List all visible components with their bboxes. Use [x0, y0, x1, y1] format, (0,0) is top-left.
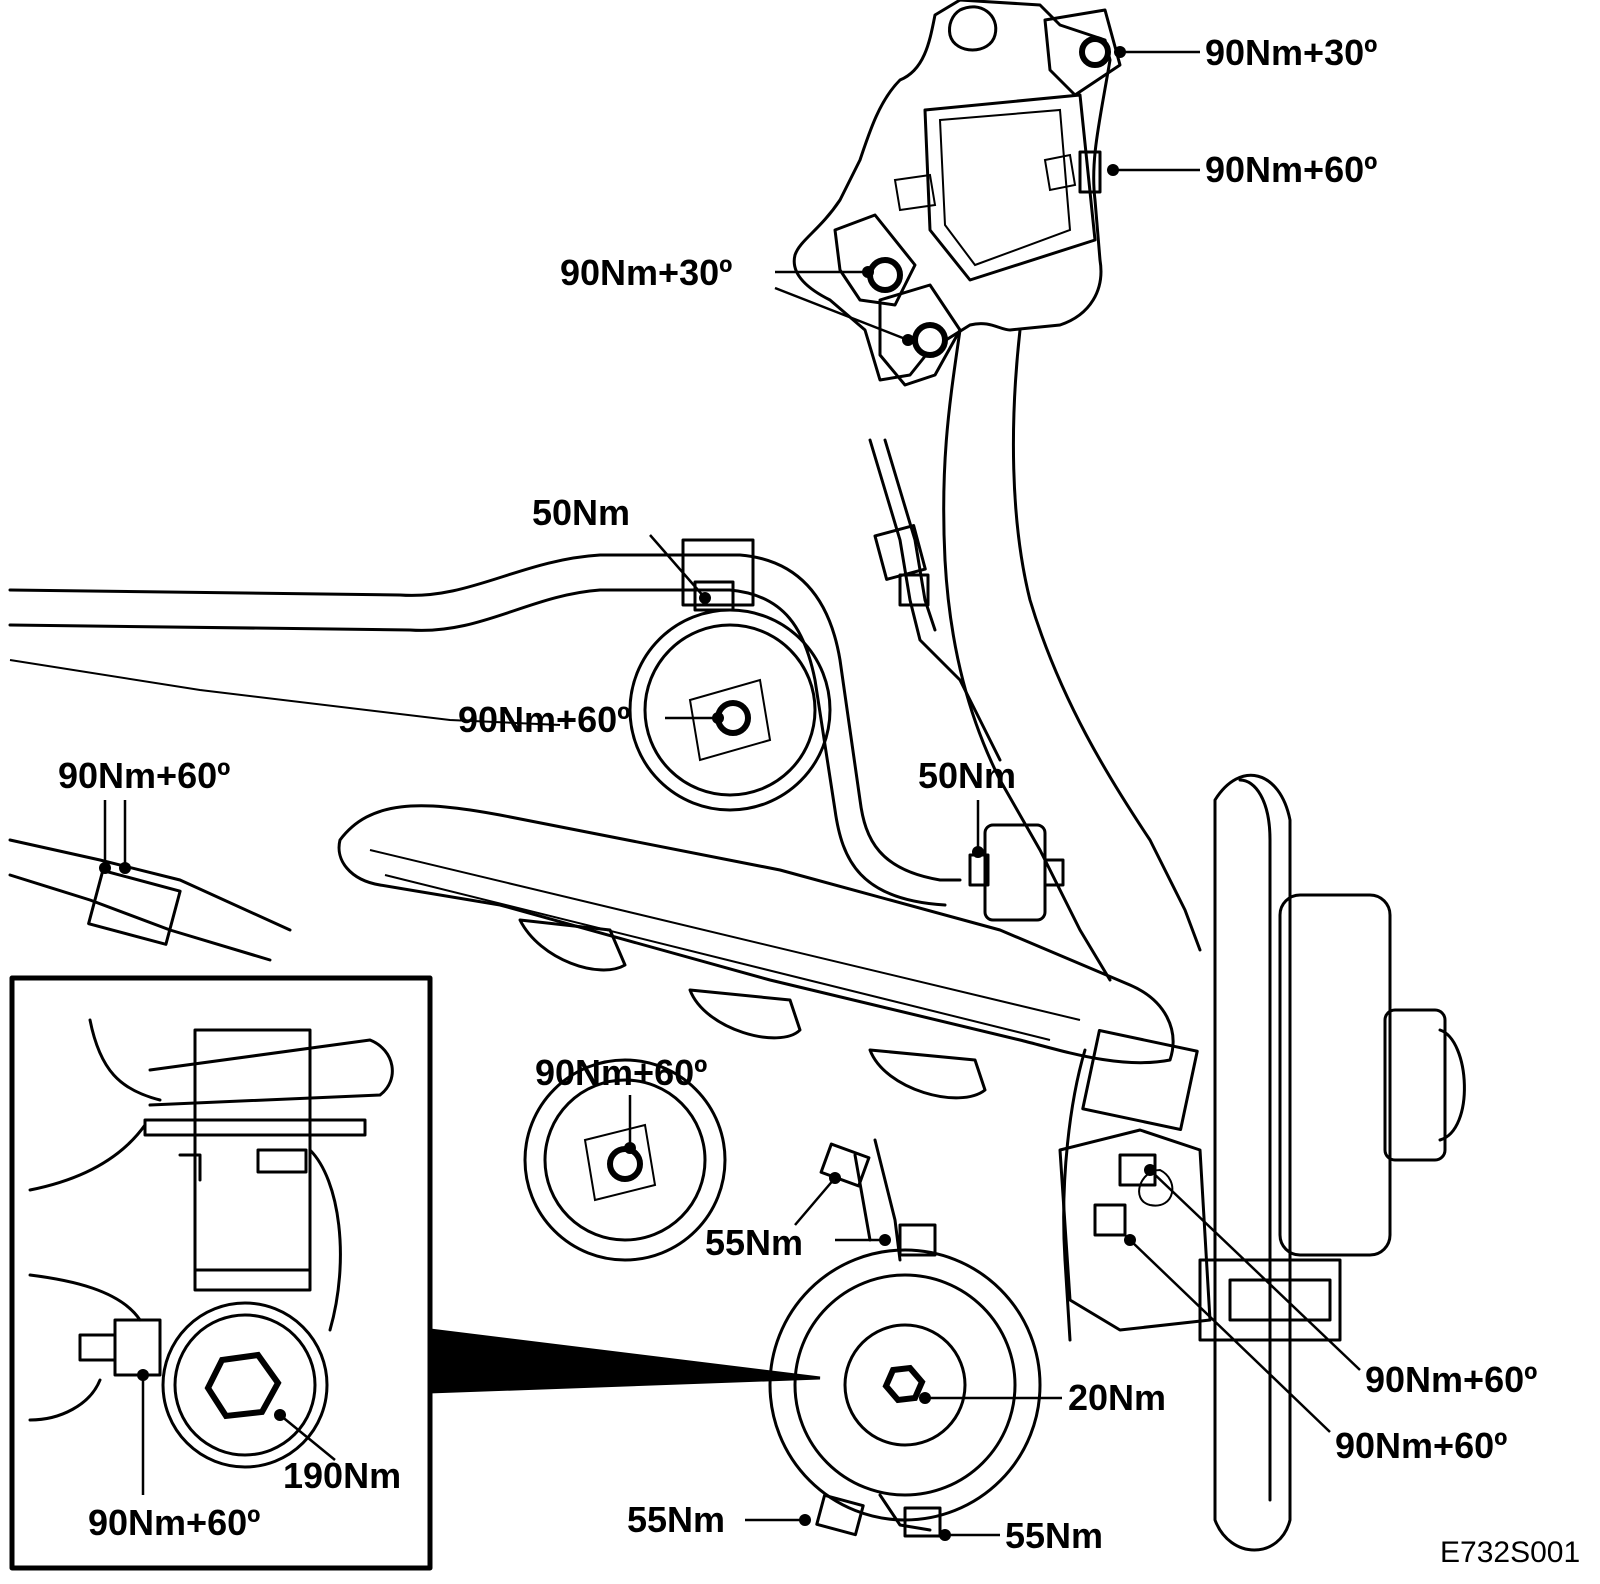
inset-detail [9, 975, 821, 1571]
torque-labels: 90Nm+30º 90Nm+60º 90Nm+30º 50Nm 90Nm+60º… [58, 32, 1580, 1569]
torque-label: 90Nm+60º [88, 1502, 260, 1543]
lower-control-arm [337, 804, 1175, 1100]
torque-label: 55Nm [627, 1499, 725, 1540]
anti-roll-bar [8, 553, 962, 907]
torque-label: 90Nm+60º [1365, 1359, 1537, 1400]
torque-label: 90Nm+60º [1205, 149, 1377, 190]
torque-label: 50Nm [532, 492, 630, 533]
leader-lines [99, 36, 1361, 1541]
hub-knuckle [1058, 773, 1466, 1552]
torque-label: 50Nm [918, 755, 1016, 796]
torque-label: 20Nm [1068, 1377, 1166, 1418]
torque-label: 90Nm+60º [535, 1052, 707, 1093]
torque-label: 55Nm [1005, 1515, 1103, 1556]
fastener-details [8, 823, 1157, 1538]
torque-label: 55Nm [705, 1222, 803, 1263]
torque-label: 90Nm+60º [1335, 1425, 1507, 1466]
upper-mount-bracket [792, 0, 1122, 387]
torque-label: 190Nm [283, 1455, 401, 1496]
torque-label: 90Nm+60º [458, 699, 630, 740]
brake-hose [868, 438, 1002, 762]
torque-label: 90Nm+30º [560, 252, 732, 293]
figure-code: E732S001 [1440, 1536, 1580, 1569]
shock-absorber-lower-mount [768, 1138, 1042, 1532]
torque-label: 90Nm+30º [1205, 32, 1377, 73]
anti-roll-bar-bracket [628, 538, 832, 812]
torque-label: 90Nm+60º [58, 755, 230, 796]
trailing-arm [942, 328, 1202, 982]
